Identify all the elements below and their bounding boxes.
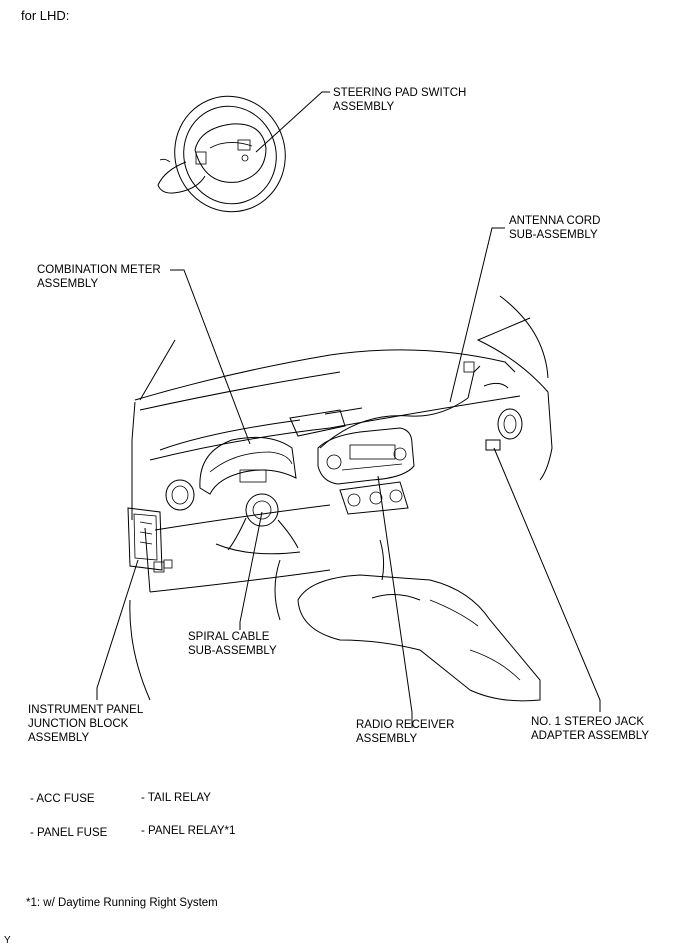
panel-relay-text: - PANEL RELAY*1 xyxy=(141,825,236,837)
footnote: *1: w/ Daytime Running Right System xyxy=(26,897,218,909)
acc-fuse-text: - ACC FUSE xyxy=(30,793,95,805)
leader-antenna-cord xyxy=(449,227,505,403)
leader-lines xyxy=(96,91,601,728)
leader-steering-pad xyxy=(255,91,330,153)
leader-radio-receiver xyxy=(377,475,413,728)
corner-mark: Y xyxy=(4,935,11,946)
dashboard-drawing xyxy=(127,295,553,702)
panel-fuse-text: - PANEL FUSE xyxy=(30,827,108,839)
leader-stereo-jack xyxy=(493,447,601,712)
tail-relay-text: - TAIL RELAY xyxy=(141,792,211,804)
leader-junction-block xyxy=(96,559,139,700)
page-title: for LHD: xyxy=(21,8,70,23)
leader-combination-meter xyxy=(170,269,251,445)
steering-wheel-drawing xyxy=(157,95,286,213)
leader-spiral-cable xyxy=(239,511,263,630)
